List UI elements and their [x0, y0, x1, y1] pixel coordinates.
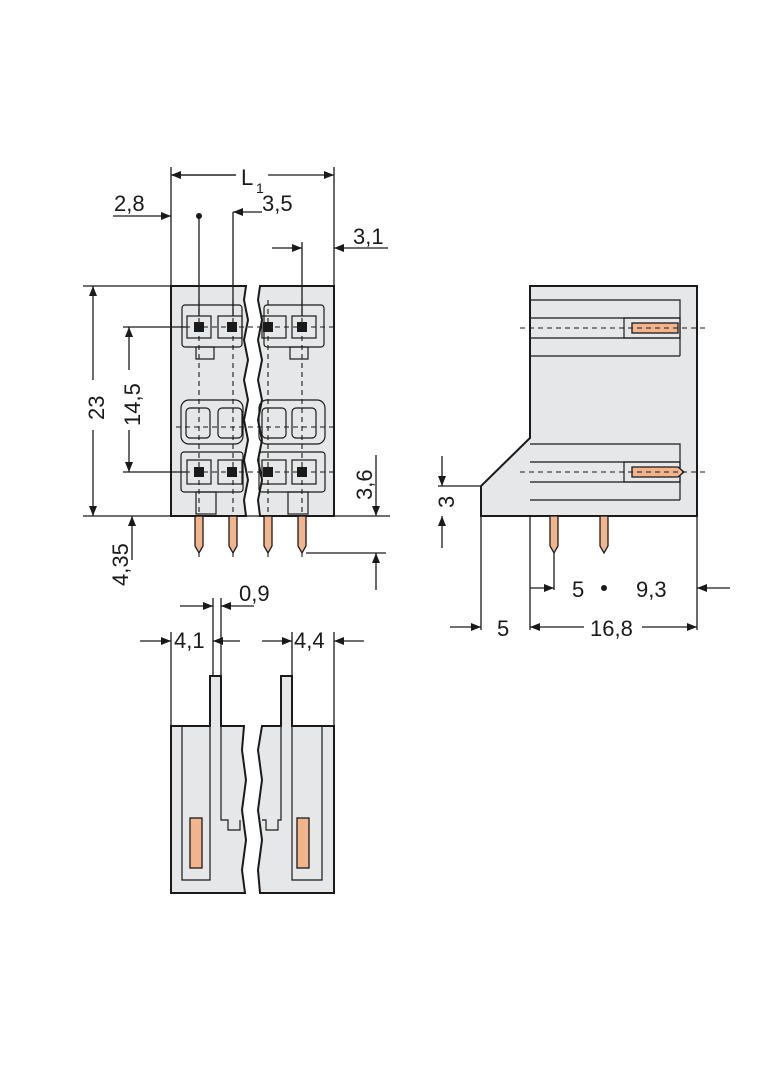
dim-left-edge: 2,8	[114, 191, 145, 216]
dim-left-offset: 4,1	[174, 628, 205, 653]
front-view: L 1 2,8 3,5 3,1 23 14,5 3,6 4,35	[83, 165, 390, 590]
side-pin-front	[549, 515, 559, 555]
bottom-pin-right	[296, 817, 310, 869]
dim-right-offset: 4,4	[294, 628, 325, 653]
dim-rear: 9,3	[636, 577, 667, 602]
dim-bottom-offset: 3,6	[352, 469, 377, 500]
front-pins	[194, 515, 307, 555]
bottom-pin-left	[189, 817, 203, 869]
dim-height: 23	[84, 396, 109, 420]
bottom-housing-right	[256, 675, 335, 894]
dim-step: 3	[434, 496, 459, 508]
middle-keying-row	[180, 399, 326, 445]
front-housing-right	[256, 285, 335, 517]
dim-pin-length: 4,35	[108, 543, 133, 586]
dim-right-edge: 3,1	[353, 224, 384, 249]
side-lower-contact	[520, 443, 708, 501]
dim-length-subscript: 1	[256, 180, 264, 196]
side-upper-contact	[520, 299, 708, 357]
side-pin-rear	[599, 515, 609, 555]
front-housing-left	[170, 285, 250, 517]
dim-length-label: L	[241, 165, 253, 190]
dim-depth: 16,8	[590, 616, 633, 641]
dim-pin-pitch: 5	[572, 577, 584, 602]
dim-pitch: 3,5	[262, 191, 293, 216]
side-view: 3 5 9,3 5 16,8	[434, 285, 730, 641]
bottom-view: 0,9 4,1 4,4	[140, 581, 364, 894]
dim-row-spacing: 14,5	[120, 383, 145, 426]
dim-pin-thickness: 0,9	[239, 581, 270, 606]
dim-front-offset: 5	[497, 616, 509, 641]
